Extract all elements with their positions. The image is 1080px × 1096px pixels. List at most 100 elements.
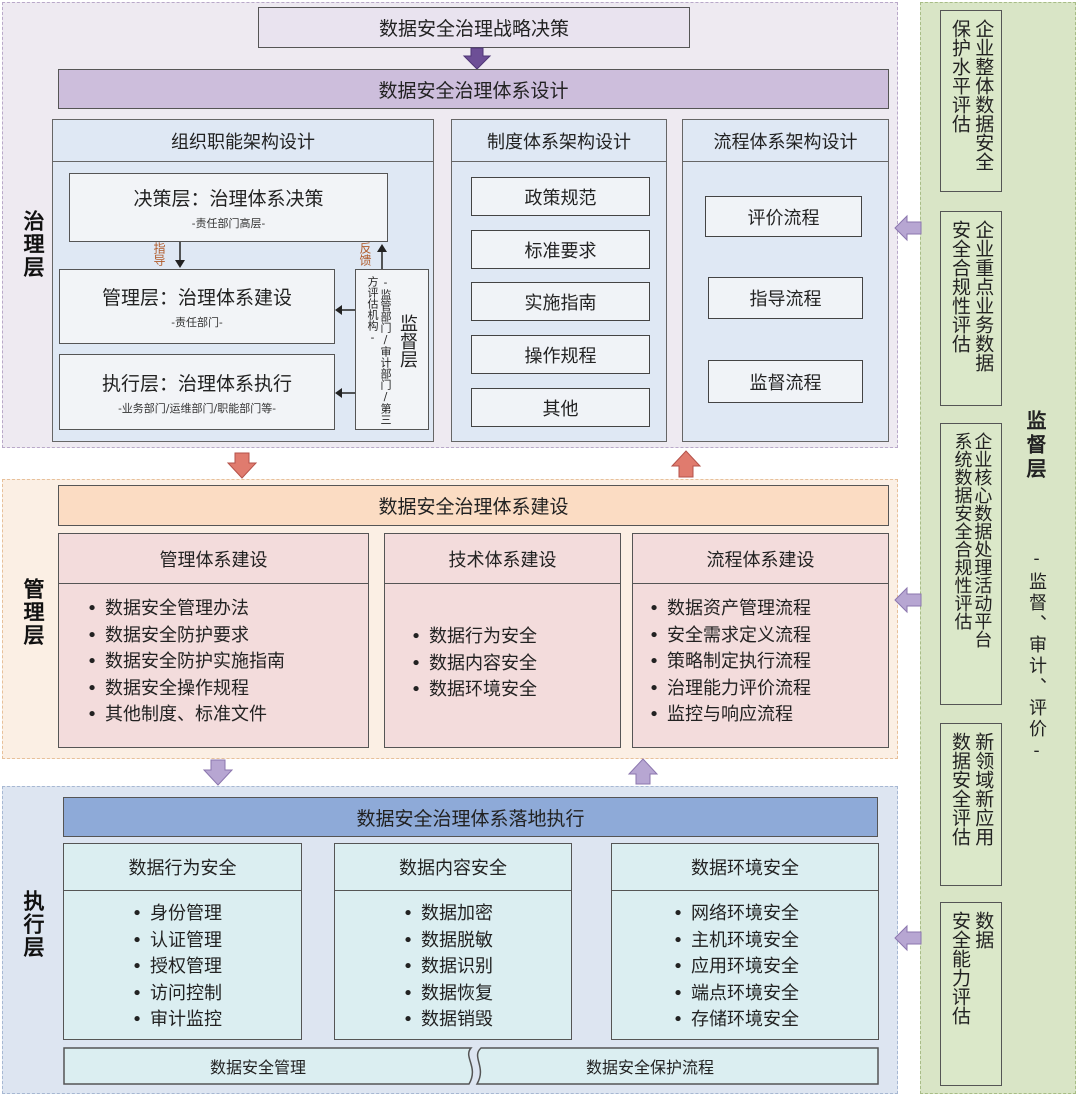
- process-item: 指导流程: [708, 277, 863, 319]
- environment-item: 端点环境安全: [667, 981, 878, 1008]
- environment-item: 存储环境安全: [667, 1007, 878, 1034]
- policy-item: 实施指南: [471, 282, 650, 321]
- content-title: 数据内容安全: [335, 844, 571, 891]
- management-layer-label: 管理层: [21, 578, 46, 647]
- org-supervision-box: 监督层 -监管部门/审计部门/第三方评估机构-: [355, 269, 429, 430]
- behavior-item: 认证管理: [126, 928, 301, 955]
- strategy-down-arrow: [462, 47, 492, 70]
- policy-item: 政策规范: [471, 177, 650, 216]
- behavior-item: 身份管理: [126, 901, 301, 928]
- behavior-item: 审计监控: [126, 1007, 301, 1034]
- mgmt-construction-box: 数据安全治理体系建设: [58, 485, 889, 526]
- content-item: 数据脱敏: [397, 928, 571, 955]
- supervision-eval-box: 数据 安全能力评估: [940, 902, 1002, 1086]
- environment-item: 主机环境安全: [667, 928, 878, 955]
- policy-item: 标准要求: [471, 230, 650, 269]
- process-system-item: 数据资产管理流程: [643, 596, 888, 623]
- environment-list: 网络环境安全 主机环境安全 应用环境安全 端点环境安全 存储环境安全: [612, 891, 878, 1034]
- bottom-left-label: 数据安全管理: [209, 1058, 306, 1077]
- supervision-eval-line: 安全能力评估: [949, 911, 971, 1025]
- supervision-eval-line: 安全合规性评估: [949, 220, 971, 353]
- bottom-right-label: 数据安全保护流程: [585, 1058, 714, 1077]
- org-supervision-title: 监督层: [397, 314, 418, 368]
- org-supervision-sub: -监管部门/审计部门/第三方评估机构-: [366, 276, 392, 425]
- supervision-eval-line: 数据安全评估: [949, 732, 971, 846]
- supervision-eval-line: 新领域新应用: [972, 732, 995, 846]
- execution-layer-title: 执行层：治理体系执行: [101, 372, 292, 395]
- content-item: 数据加密: [397, 901, 571, 928]
- tech-system-title: 技术体系建设: [385, 534, 620, 584]
- environment-panel: 数据环境安全 网络环境安全 主机环境安全 应用环境安全 端点环境安全 存储环境安…: [611, 843, 879, 1040]
- supervision-eval-line: 保护水平评估: [949, 19, 971, 133]
- process-item: 监督流程: [708, 360, 863, 403]
- tech-system-item: 数据行为安全: [405, 624, 620, 651]
- mgmt-system-item: 数据安全操作规程: [81, 676, 368, 703]
- content-item: 数据销毁: [397, 1007, 571, 1034]
- environment-title: 数据环境安全: [612, 844, 878, 891]
- behavior-title: 数据行为安全: [64, 844, 301, 891]
- supervision-eval-box: 新领域新应用 数据安全评估: [940, 723, 1002, 886]
- content-list: 数据加密 数据脱敏 数据识别 数据恢复 数据销毁: [335, 891, 571, 1034]
- process-item: 评价流程: [705, 196, 862, 237]
- tech-system-panel: 技术体系建设 数据行为安全 数据内容安全 数据环境安全: [384, 533, 621, 748]
- supervision-to-exec-arrow: [335, 388, 355, 398]
- supervision-eval-line: 企业整体数据安全: [972, 19, 995, 171]
- guide-arrow: [175, 242, 185, 268]
- mgmt-system-item: 其他制度、标准文件: [81, 702, 368, 729]
- tech-system-item: 数据内容安全: [405, 651, 620, 678]
- process-system-panel: 流程体系建设 数据资产管理流程 安全需求定义流程 策略制定执行流程 治理能力评价…: [632, 533, 889, 748]
- guide-label: 指导: [152, 242, 166, 266]
- decision-layer-title: 决策层：治理体系决策: [133, 188, 324, 210]
- mgmt-system-item: 数据安全防护实施指南: [81, 649, 368, 676]
- management-layer-title: 管理层：治理体系建设: [101, 287, 292, 309]
- mgmt-system-item: 数据安全管理办法: [81, 596, 368, 623]
- strategy-decision-box: 数据安全治理战略决策: [258, 7, 690, 48]
- gov-to-mgmt-arrow: [226, 452, 258, 479]
- exec-to-mgmt-arrow: [627, 758, 659, 785]
- supervision-to-mgmt-arrow: [335, 305, 355, 315]
- policy-item: 操作规程: [471, 335, 650, 374]
- content-item: 数据恢复: [397, 981, 571, 1008]
- supervision-eval-box: 企业重点业务数据 安全合规性评估: [940, 211, 1002, 406]
- mgmt-system-title: 管理体系建设: [59, 534, 368, 584]
- supervision-eval-line: 数据: [972, 911, 995, 949]
- policy-item: 其他: [471, 388, 650, 427]
- mgmt-system-list: 数据安全管理办法 数据安全防护要求 数据安全防护实施指南 数据安全操作规程 其他…: [59, 584, 368, 729]
- bottom-bar: [63, 1047, 879, 1085]
- execution-layer-sub: -业务部门/运维部门/职能部门等-: [118, 401, 276, 415]
- supervision-gov-arrow: [894, 214, 922, 242]
- policy-design-title: 制度体系架构设计: [452, 120, 666, 162]
- execution-layer-label: 执行层: [21, 890, 46, 959]
- management-layer-box: 管理层：治理体系建设 -责任部门-: [59, 269, 335, 344]
- org-design-title: 组织职能架构设计: [53, 120, 433, 162]
- mgmt-system-item: 数据安全防护要求: [81, 623, 368, 650]
- mgmt-system-panel: 管理体系建设 数据安全管理办法 数据安全防护要求 数据安全防护实施指南 数据安全…: [58, 533, 369, 748]
- decision-layer-sub: -责任部门高层-: [191, 217, 266, 230]
- behavior-item: 访问控制: [126, 981, 301, 1008]
- process-system-title: 流程体系建设: [633, 534, 888, 584]
- supervision-eval-line: 系统数据安全合规性评估: [951, 432, 973, 630]
- feedback-label: 反馈: [358, 242, 372, 266]
- behavior-item: 授权管理: [126, 954, 301, 981]
- decision-layer-box: 决策层：治理体系决策 -责任部门高层-: [69, 173, 388, 242]
- supervision-eval-box: 企业整体数据安全 保护水平评估: [940, 10, 1002, 192]
- supervision-mgmt-arrow: [894, 586, 922, 614]
- process-system-list: 数据资产管理流程 安全需求定义流程 策略制定执行流程 治理能力评价流程 监控与响…: [633, 584, 888, 729]
- content-item: 数据识别: [397, 954, 571, 981]
- supervision-eval-line: 企业重点业务数据: [972, 220, 995, 372]
- content-panel: 数据内容安全 数据加密 数据脱敏 数据识别 数据恢复 数据销毁: [334, 843, 572, 1040]
- environment-item: 应用环境安全: [667, 954, 878, 981]
- process-system-item: 监控与响应流程: [643, 702, 888, 729]
- mgmt-to-gov-arrow: [670, 450, 702, 478]
- system-design-box: 数据安全治理体系设计: [58, 69, 889, 109]
- behavior-panel: 数据行为安全 身份管理 认证管理 授权管理 访问控制 审计监控: [63, 843, 302, 1040]
- mgmt-to-exec-arrow: [202, 759, 234, 786]
- feedback-arrow: [377, 244, 387, 270]
- exec-landing-box: 数据安全治理体系落地执行: [63, 797, 878, 837]
- supervision-eval-box: 企业核心数据处理活动平台 系统数据安全合规性评估: [940, 423, 1002, 705]
- environment-item: 网络环境安全: [667, 901, 878, 928]
- governance-layer-label: 治理层: [21, 210, 46, 279]
- behavior-list: 身份管理 认证管理 授权管理 访问控制 审计监控: [64, 891, 301, 1034]
- tech-system-item: 数据环境安全: [405, 677, 620, 704]
- process-system-item: 治理能力评价流程: [643, 676, 888, 703]
